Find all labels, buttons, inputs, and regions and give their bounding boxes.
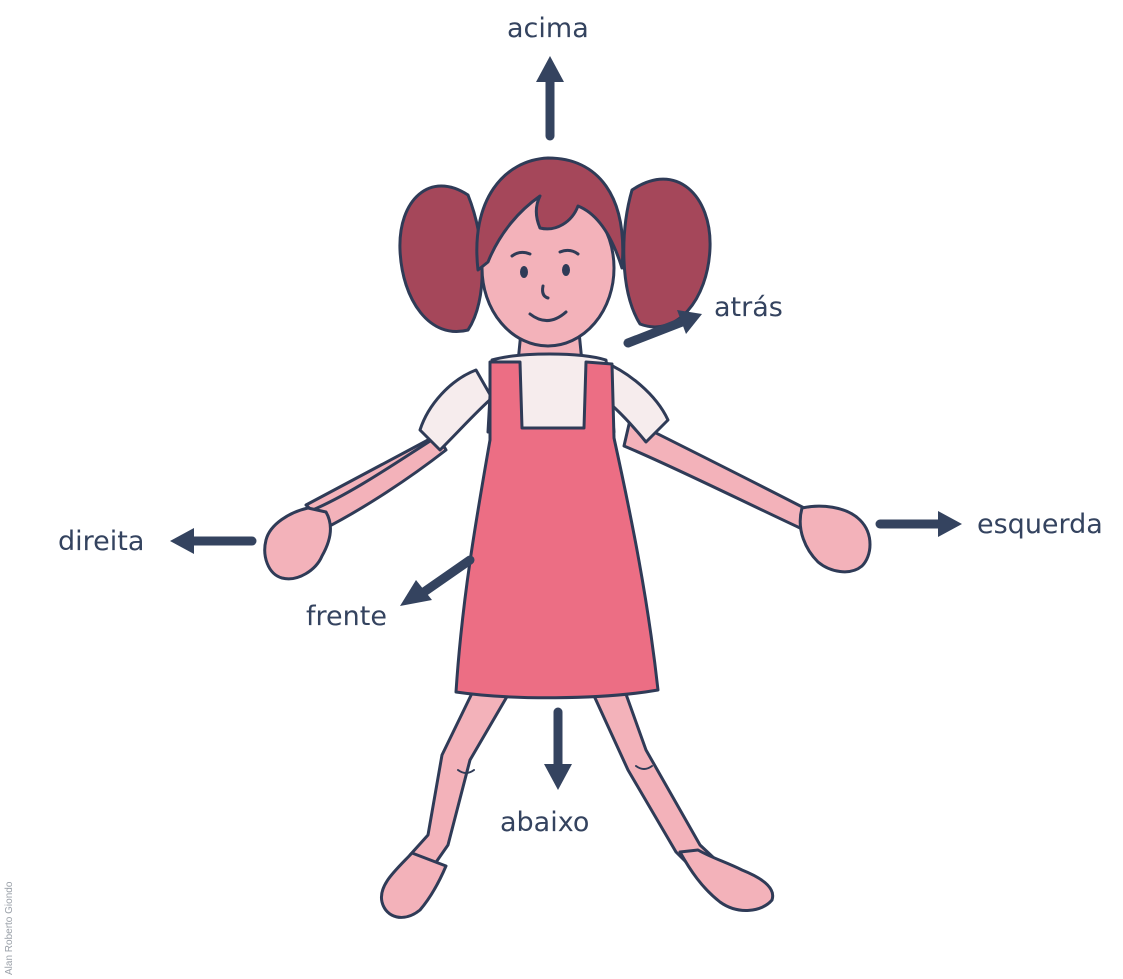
label-back: atrás (714, 294, 783, 321)
label-left: esquerda (977, 511, 1103, 538)
label-right: direita (58, 528, 144, 555)
arrow-up-icon (536, 56, 564, 136)
label-up: acima (507, 15, 589, 42)
label-down: abaixo (500, 809, 589, 836)
label-front: frente (306, 603, 387, 630)
arrow-left-direction-icon (880, 511, 962, 537)
arrow-down-icon (544, 712, 572, 790)
arrow-right-direction-icon (170, 528, 252, 554)
arrow-front-icon (400, 560, 470, 606)
illustrator-credit: Alan Roberto Giondo (4, 882, 15, 975)
girl-feet (381, 850, 772, 917)
